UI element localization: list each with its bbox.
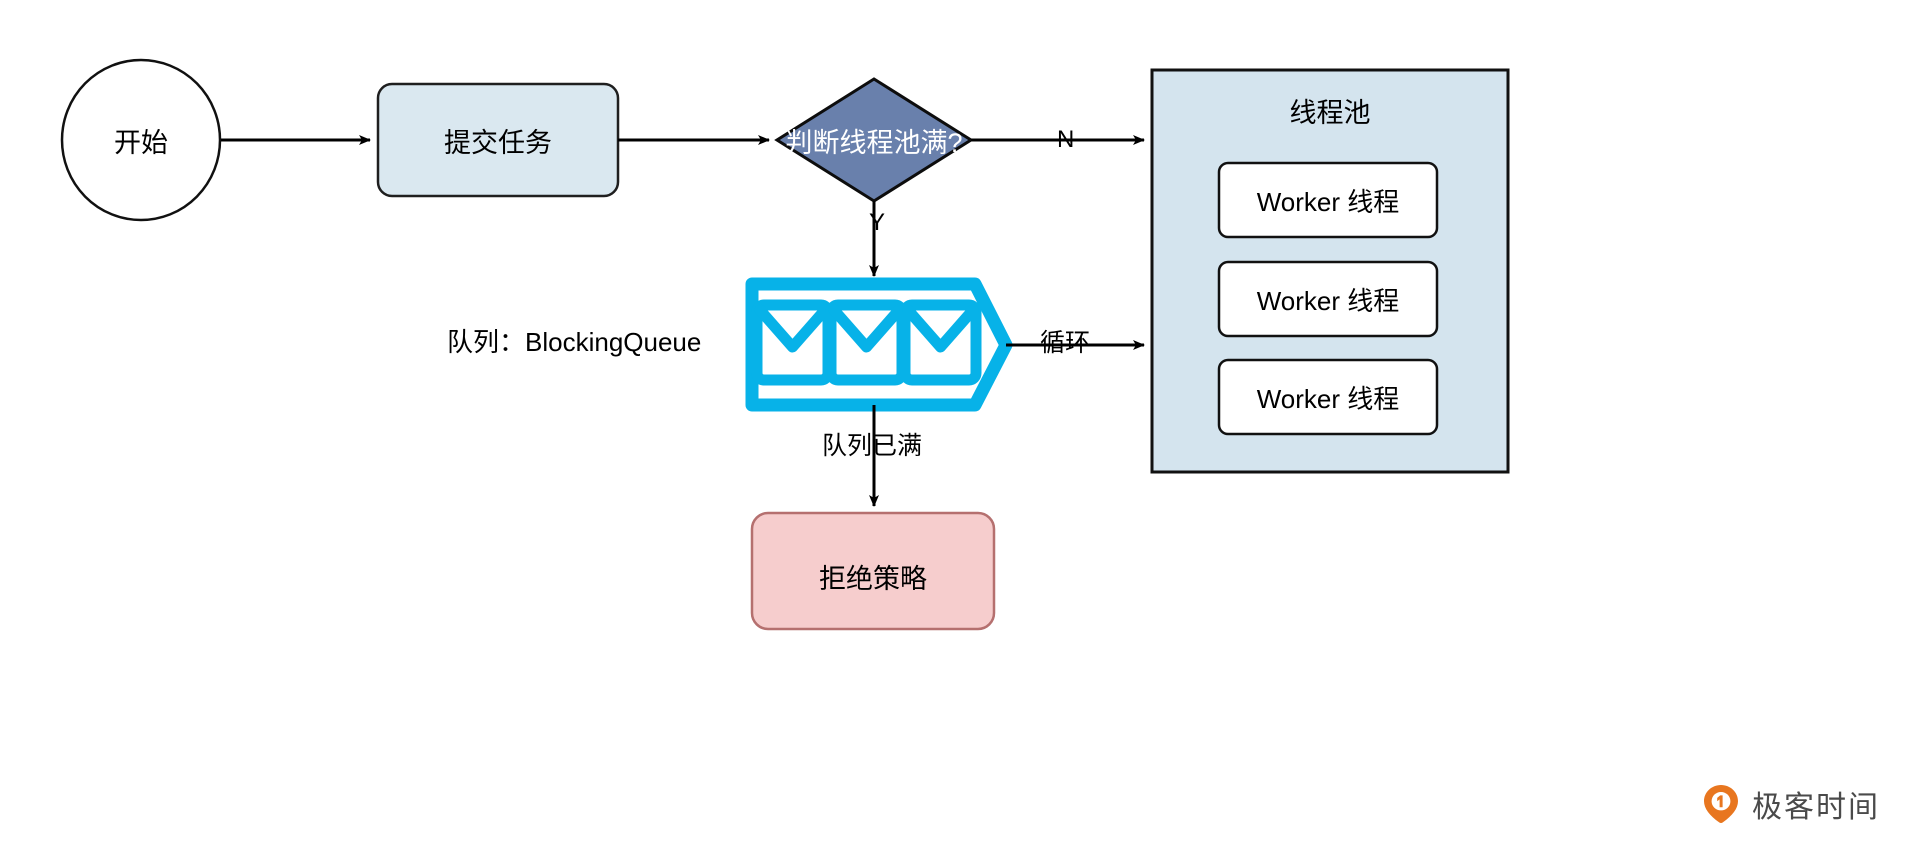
decision-node [774,77,974,203]
edge-label-loop: 循环 [1040,329,1091,357]
edge-label-y: Y [869,209,886,236]
edge-label-n: N [1057,126,1075,153]
worker-box-3 [1217,358,1439,436]
queue-caption: 队列：BlockingQueue [447,327,702,357]
worker-box-1 [1217,161,1439,239]
start-node [60,58,222,222]
watermark: 极客时间 [1700,782,1880,826]
submit-task-node [376,82,620,198]
geektime-logo-icon [1704,785,1738,823]
reject-policy-node [750,511,996,631]
worker-box-2 [1217,260,1439,338]
envelope-icon-3 [899,299,982,386]
edge-label-queue-full: 队列已满 [822,432,923,460]
envelope-icon-1 [751,299,834,386]
envelope-icon-2 [825,299,908,386]
watermark-brand-text: 极客时间 [1752,791,1880,824]
